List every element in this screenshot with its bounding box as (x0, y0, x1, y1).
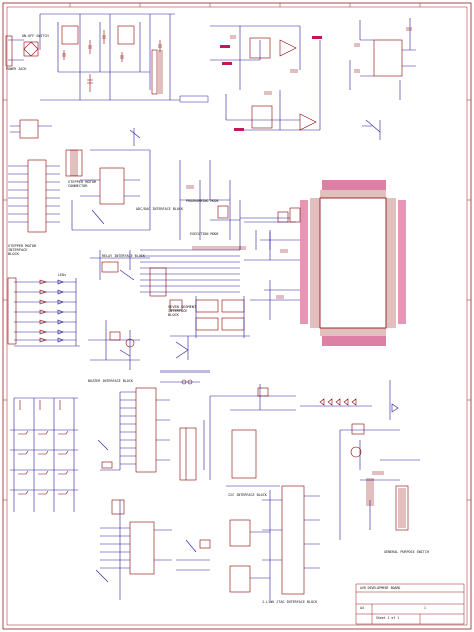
general-purpose-switch-block (339, 380, 420, 540)
adc-dac-label: ADC/DAC INTERFACE BLOCK (136, 207, 183, 211)
i2c-block (179, 384, 372, 487)
rs232-block (349, 18, 416, 140)
lcd-header-block (97, 387, 170, 473)
execution-mode-connector (239, 200, 290, 250)
gp-switch-header (366, 478, 406, 528)
power-switch-label: ON-OFF SWITCH (22, 34, 49, 38)
buzzer-block-label: BUZZER INTERFACE BLOCK (88, 379, 133, 383)
programming-mode-label: PROGRAMMING MODE (186, 199, 219, 203)
relay-block (90, 250, 150, 281)
programming-mode-block (179, 160, 240, 240)
sheet-rev: 1 (424, 606, 426, 610)
led-array (7, 277, 80, 347)
sheet-size: A4 (360, 606, 364, 610)
mcu-support-circuit (244, 207, 301, 320)
microcontroller-chip (310, 190, 396, 336)
leds-label: LEDs (58, 273, 67, 277)
i2c-block-label: I2C INTERFACE BLOCK (228, 493, 267, 497)
gp-switch-label: GENERAL PURPOSE SWITCH (384, 550, 429, 554)
stepper-connector-label: STEPPER MOTOR CONNECTOR (68, 180, 97, 189)
power-supply-block (5, 13, 180, 101)
title-block (355, 583, 465, 625)
mcu-net-labels (300, 180, 406, 346)
bottom-left-ics (95, 499, 172, 600)
execution-mode-label: EXECUTION MODE (190, 232, 219, 236)
keypad-matrix (10, 397, 78, 512)
stepper-connector (8, 119, 60, 233)
stepper-header (65, 149, 83, 177)
seven-segment-label: SEVEN SEGMENT INTERFACE BLOCK (168, 305, 197, 318)
sheet-title: AVR DEVELOPMENT BOARD (360, 586, 401, 590)
power-switch-header (151, 49, 209, 103)
seven-segment-block (140, 249, 250, 360)
dac-net-labels (220, 36, 322, 131)
adc-dac-block (71, 128, 151, 231)
power-jack-label: POWER JACK (6, 67, 27, 71)
jtag-block-label: J-LINK JTAG INTERFACE BLOCK (262, 600, 318, 604)
dac-opamp-block (210, 25, 321, 131)
sheet-number: Sheet 1 of 1 (376, 616, 400, 620)
seven-segment-header (160, 246, 246, 385)
relay-block-label: RELAY INTERFACE BLOCK (102, 254, 145, 258)
stepper-block-label: STEPPER MOTOR INTERFACE BLOCK (8, 244, 37, 257)
buzzer-block (88, 320, 140, 370)
jtag-block (176, 485, 320, 600)
